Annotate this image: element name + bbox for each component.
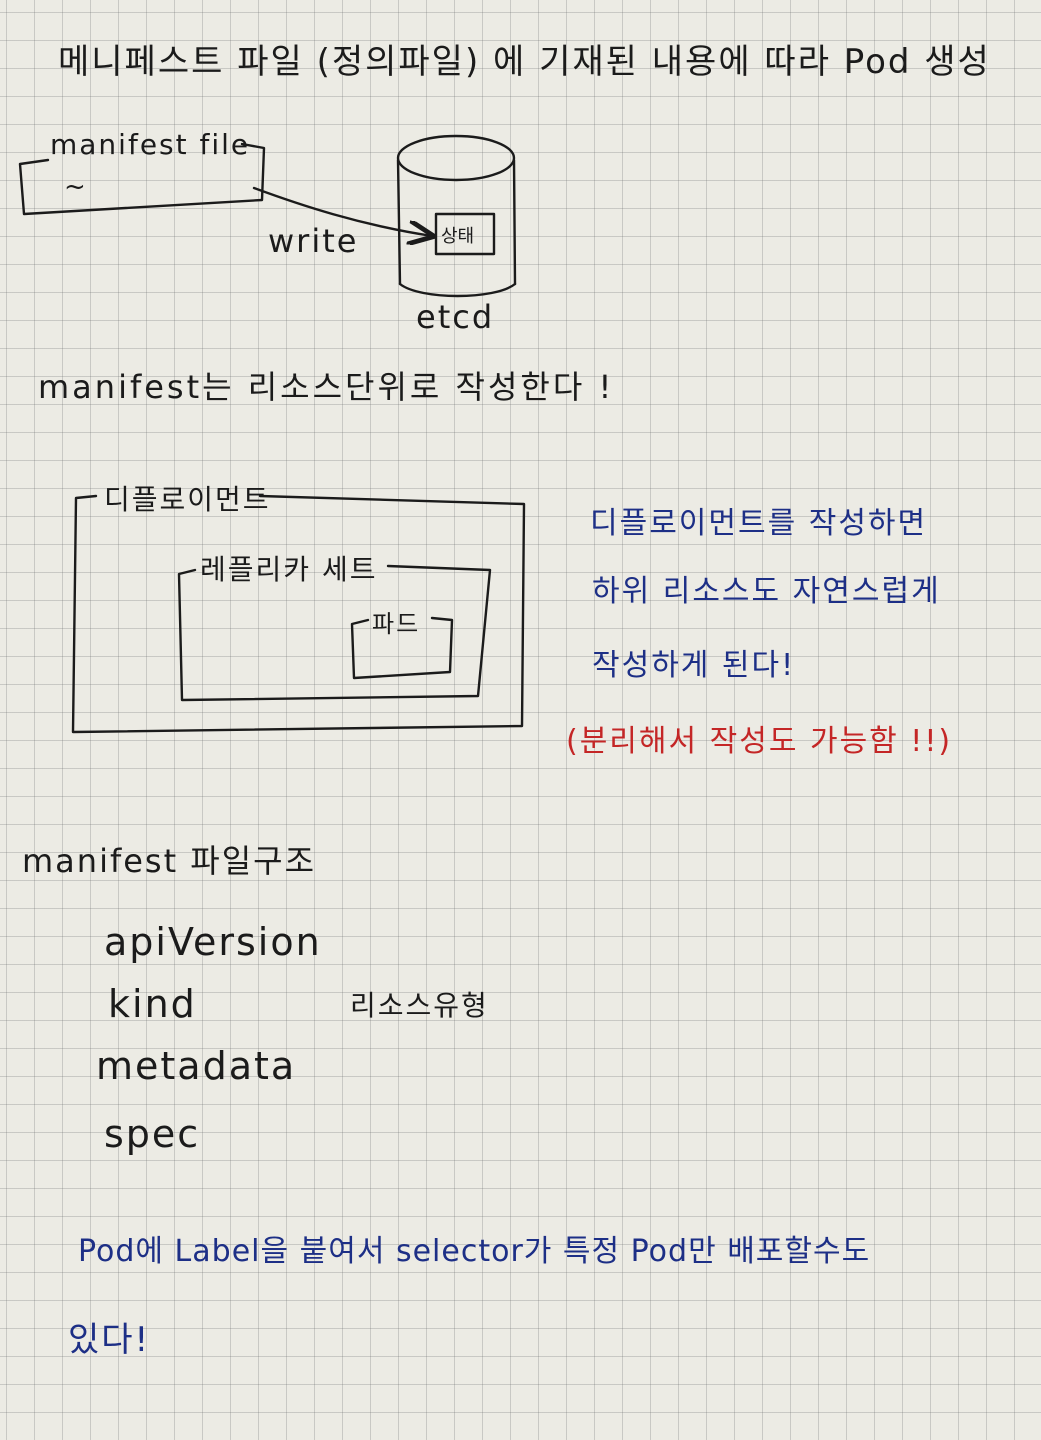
side-note-line-2: 하위 리소스도 자연스럽게 (592, 574, 941, 609)
manifest-file-label: manifest file (50, 128, 251, 161)
side-note-line-1: 디플로이먼트를 작성하면 (590, 506, 928, 541)
replicaset-label: 레플리카 세트 (200, 553, 378, 586)
structure-title: manifest 파일구조 (22, 842, 317, 880)
etcd-cylinder (396, 134, 517, 298)
resource-unit-note: manifest는 리소스단위로 작성한다 ! (38, 368, 615, 406)
side-note-red: (분리해서 작성도 가능함 !!) (566, 724, 953, 759)
pod-label: 파드 (372, 610, 421, 638)
deployment-box (71, 494, 526, 734)
state-label: 상태 (441, 226, 475, 247)
manifest-file-content: ~ (64, 172, 88, 202)
field-spec: spec (104, 1112, 201, 1156)
field-metadata: metadata (96, 1044, 297, 1088)
field-apiversion: apiVersion (104, 920, 322, 964)
side-note-line-3: 작성하게 된다! (592, 648, 796, 683)
field-kind: kind (108, 982, 197, 1026)
page-title: 메니페스트 파일 (정의파일) 에 기재된 내용에 따라 Pod 생성 (58, 42, 991, 82)
etcd-label: etcd (416, 298, 495, 336)
write-label: write (268, 222, 359, 260)
label-note-line-1: Pod에 Label을 붙여서 selector가 특정 Pod만 배포할수도 (78, 1234, 871, 1269)
deployment-label: 디플로이먼트 (104, 483, 271, 516)
resource-type-label: 리소스유형 (350, 989, 489, 1022)
label-note-line-2: 있다! (68, 1320, 151, 1360)
